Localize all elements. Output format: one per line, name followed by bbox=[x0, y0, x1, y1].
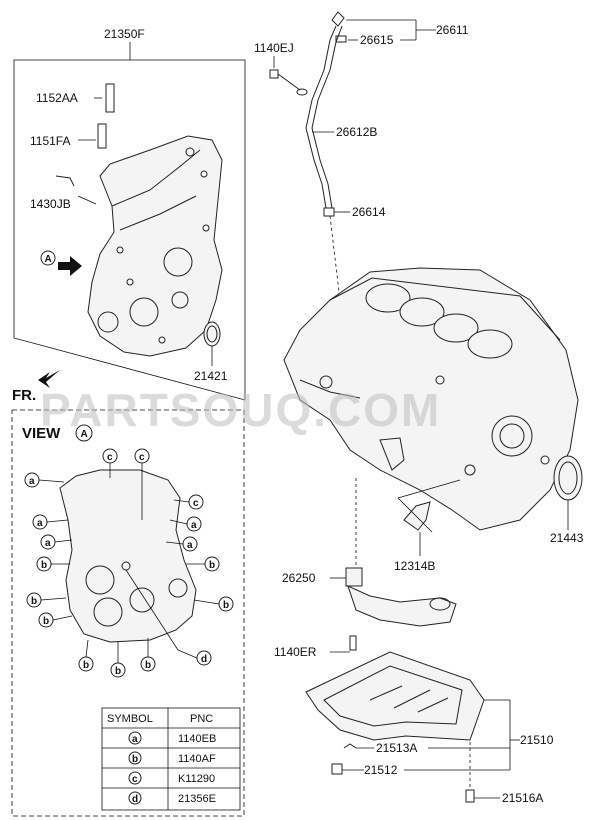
symbol-table: SYMBOL PNC a 1140EB b 1140AF c K11290 d … bbox=[101, 707, 241, 811]
callout-b-8: b bbox=[223, 600, 229, 611]
part-label-21513A[interactable]: 21513A bbox=[376, 741, 417, 755]
part-label-21512[interactable]: 21512 bbox=[364, 763, 398, 777]
front-label: FR. bbox=[12, 387, 36, 404]
front-indicator: FR. bbox=[12, 370, 60, 404]
view-a-callouts: a a a a a b b b b b b b b bbox=[24, 448, 234, 678]
dipstick-group: 26611 26615 1140EJ 26612B 26614 bbox=[254, 11, 469, 301]
part-label-12314B[interactable]: 12314B bbox=[394, 559, 435, 573]
watermark: PARTSOUQ.COM bbox=[40, 384, 441, 436]
view-a-title: VIEW bbox=[22, 425, 61, 442]
front-arrow-icon bbox=[38, 370, 60, 388]
part-label-1140EJ[interactable]: 1140EJ bbox=[254, 41, 294, 55]
timing-cover-group: 21350F bbox=[13, 27, 246, 401]
table-row-pnc[interactable]: 21356E bbox=[178, 793, 216, 805]
callout-b-1: b bbox=[41, 560, 47, 571]
table-row-symbol: a bbox=[132, 734, 138, 745]
engine-block-drawing: 21443 12314B bbox=[283, 267, 584, 573]
view-a-arrow: A bbox=[40, 250, 82, 276]
table-row-symbol: b bbox=[132, 754, 138, 765]
part-label-21516A[interactable]: 21516A bbox=[502, 791, 543, 805]
part-label-26250[interactable]: 26250 bbox=[282, 571, 316, 585]
part-label-21443[interactable]: 21443 bbox=[550, 531, 584, 545]
table-row-symbol: d bbox=[132, 794, 138, 805]
callout-a-2: a bbox=[37, 518, 43, 529]
part-label-21510[interactable]: 21510 bbox=[520, 733, 554, 747]
arrow-icon bbox=[58, 256, 82, 276]
callout-b-2: b bbox=[31, 596, 37, 607]
oil-pump-group: 26250 1140ER bbox=[274, 478, 457, 659]
callout-b-4: b bbox=[83, 660, 89, 671]
timing-cover-drawing bbox=[55, 83, 223, 366]
callout-b-6: b bbox=[145, 660, 151, 671]
callout-c-2: c bbox=[139, 452, 145, 463]
part-label-26611[interactable]: 26611 bbox=[436, 23, 469, 37]
view-a-panel: VIEW A a a a a a b b b bbox=[11, 409, 245, 817]
callout-a-5: a bbox=[187, 540, 193, 551]
callout-d-1: d bbox=[201, 654, 207, 665]
table-row-pnc[interactable]: K11290 bbox=[178, 773, 215, 785]
oil-pan-group: 21510 21513A 21512 21516A bbox=[305, 651, 554, 805]
part-label-26614[interactable]: 26614 bbox=[352, 205, 386, 219]
part-label-26612B[interactable]: 26612B bbox=[336, 125, 377, 139]
part-label-21350F[interactable]: 21350F bbox=[104, 27, 145, 41]
part-label-26615[interactable]: 26615 bbox=[360, 33, 394, 47]
callout-a-3: a bbox=[45, 538, 51, 549]
callout-a-4: a bbox=[191, 520, 197, 531]
table-header-pnc: PNC bbox=[190, 713, 213, 725]
part-label-1430JB[interactable]: 1430JB bbox=[30, 197, 71, 211]
table-row-symbol: c bbox=[132, 774, 138, 785]
part-label-1140ER[interactable]: 1140ER bbox=[274, 645, 317, 659]
callout-c-3: c bbox=[193, 498, 199, 509]
callout-b-7: b bbox=[209, 560, 215, 571]
callout-b-3: b bbox=[43, 616, 49, 627]
table-row-pnc[interactable]: 1140AF bbox=[178, 753, 216, 765]
view-a-title-marker: A bbox=[81, 429, 88, 440]
callout-b-5: b bbox=[115, 666, 121, 677]
callout-c-1: c bbox=[107, 452, 113, 463]
table-row-pnc[interactable]: 1140EB bbox=[178, 733, 216, 745]
view-a-marker: A bbox=[45, 254, 52, 265]
callout-a-1: a bbox=[29, 476, 35, 487]
part-label-1152AA[interactable]: 1152AA bbox=[36, 91, 78, 105]
part-label-21421[interactable]: 21421 bbox=[194, 369, 228, 383]
part-label-1151FA[interactable]: 1151FA bbox=[30, 134, 70, 148]
table-header-symbol: SYMBOL bbox=[107, 713, 153, 725]
